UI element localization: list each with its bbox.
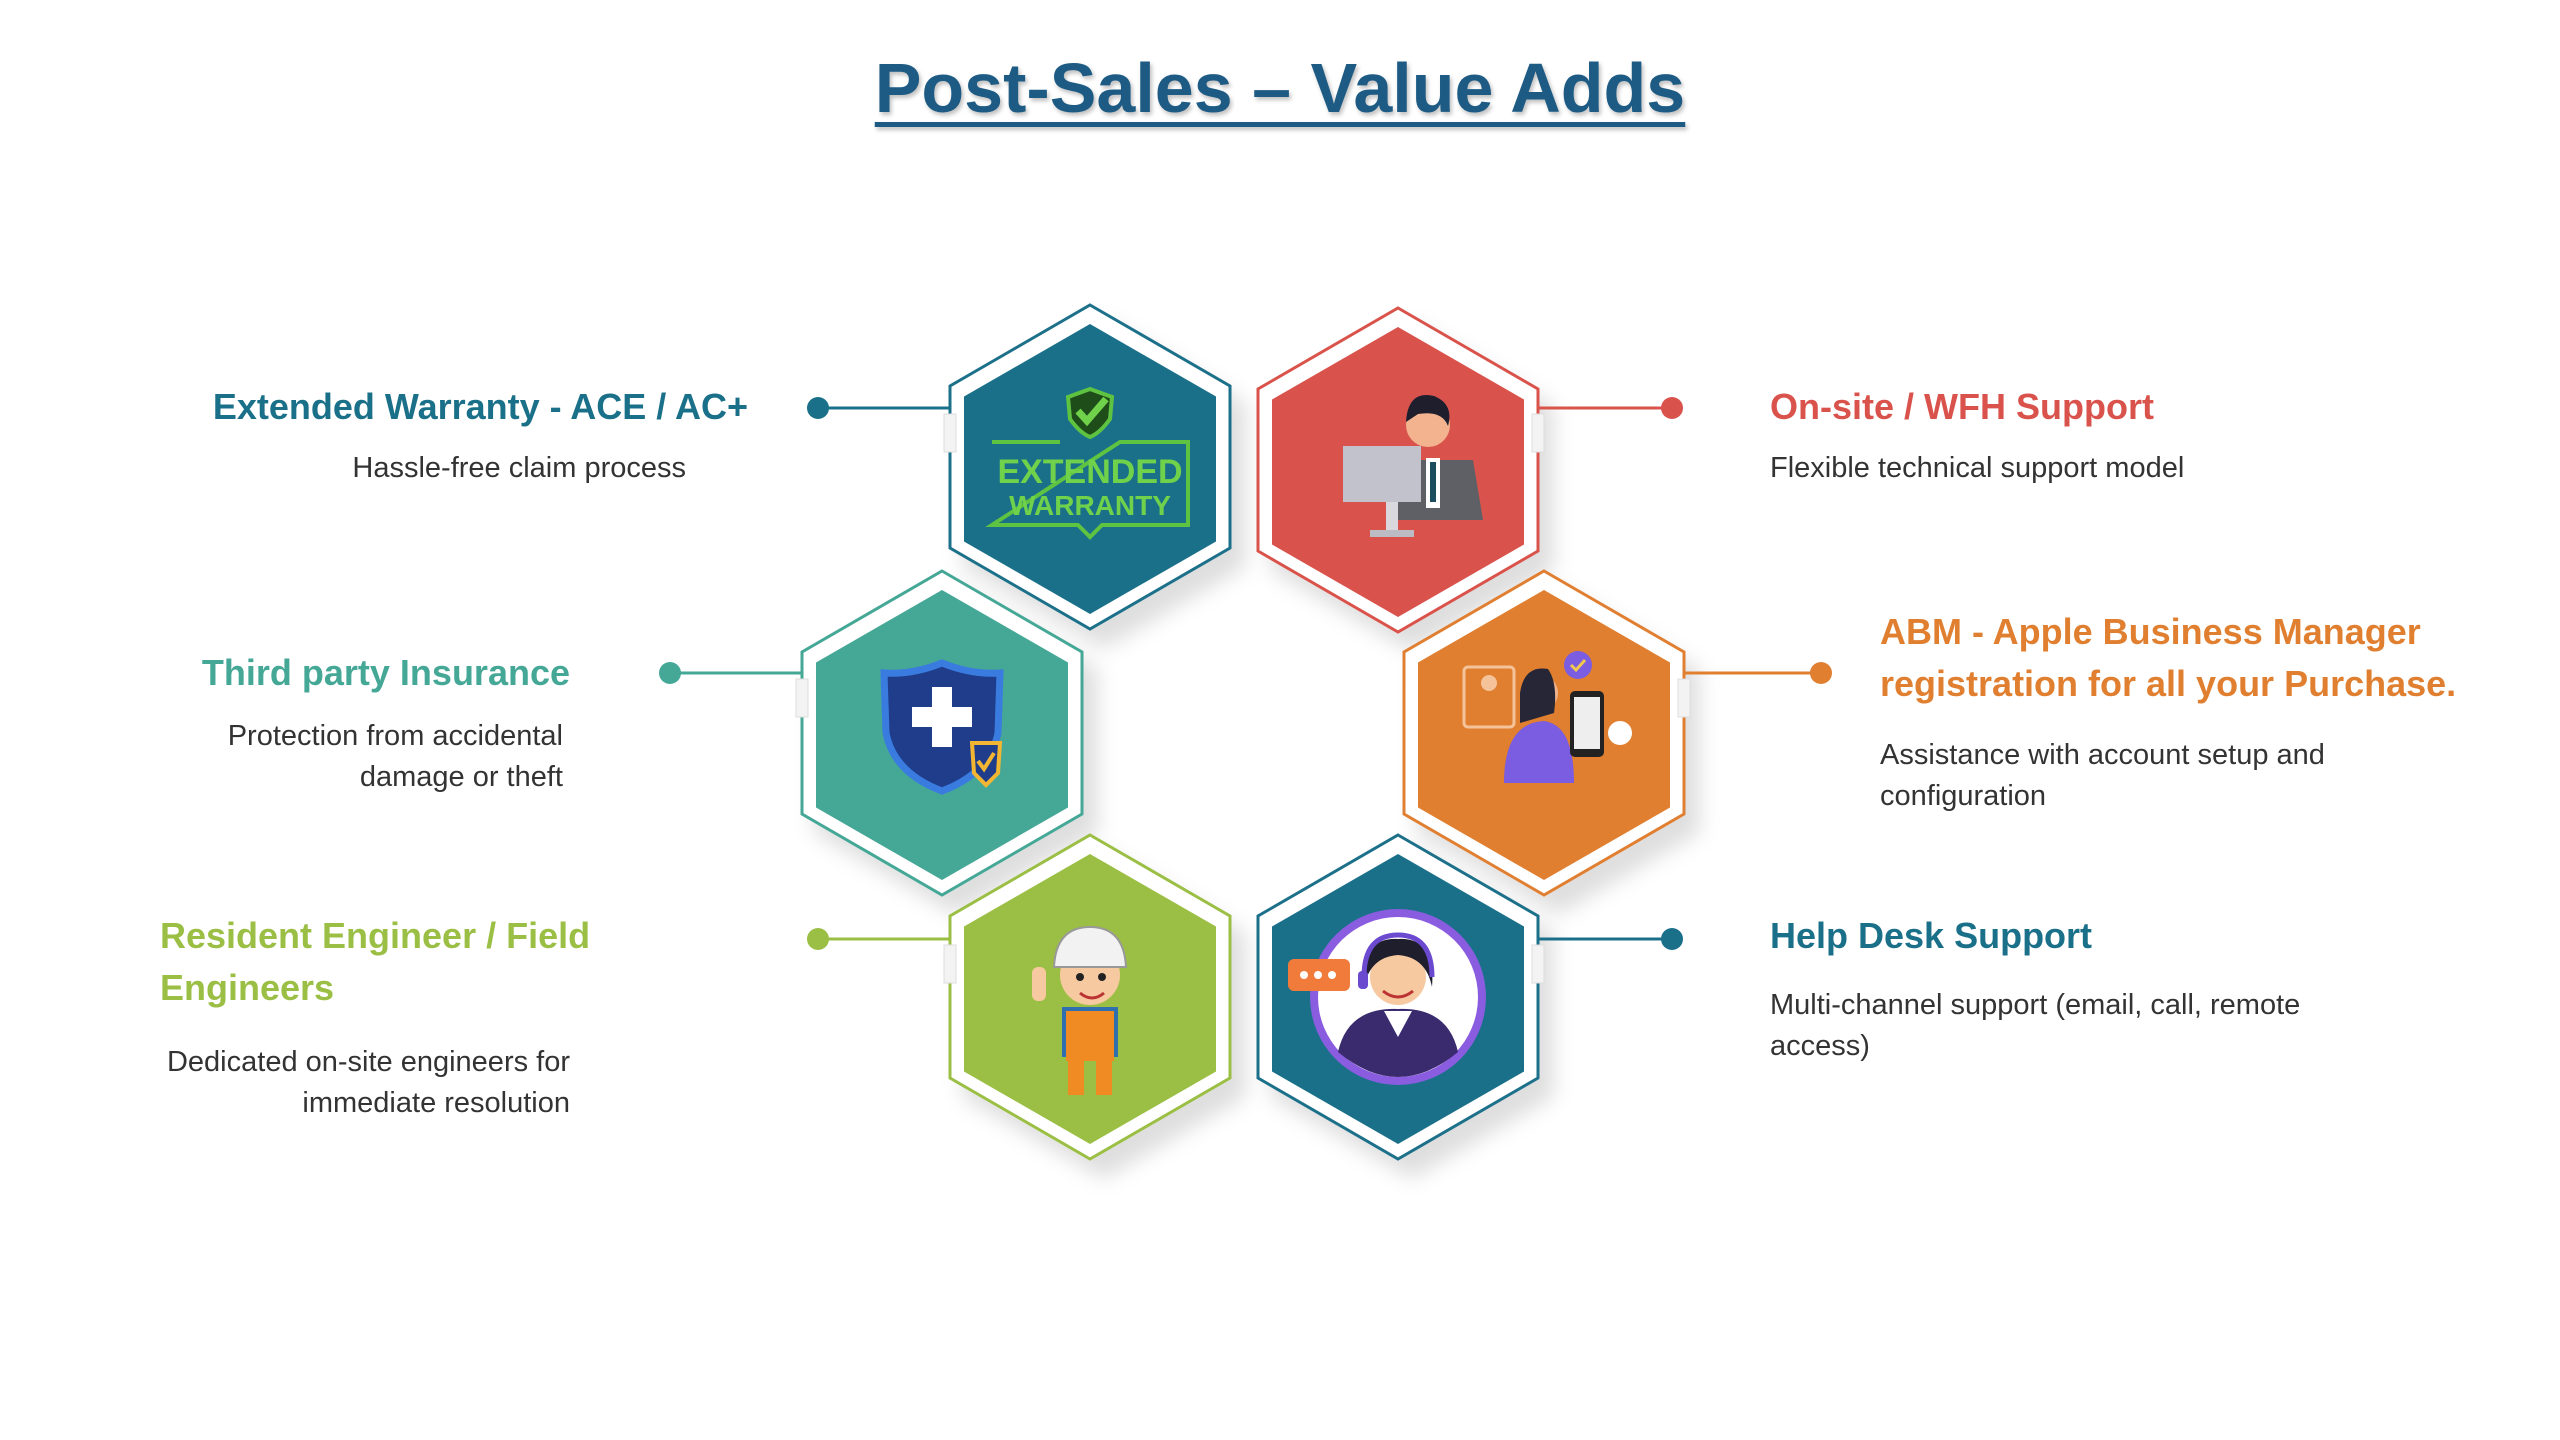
connector-dot-abm: [1810, 662, 1832, 684]
connector-dot-onsite: [1661, 397, 1683, 419]
item-desc-insurance: Protection from accidental damage or the…: [228, 716, 563, 798]
item-heading-resident-engineer: Resident Engineer / Field Engineers: [160, 910, 590, 1014]
item-heading-insurance: Third party Insurance: [201, 652, 570, 693]
hexagon-fill-warranty: [964, 324, 1216, 614]
connector-dot-warranty: [807, 397, 829, 419]
desc-line: Protection from accidental: [227, 720, 563, 752]
connector-tab-helpdesk: [1531, 944, 1545, 984]
shield-plus-icon: [880, 659, 1004, 795]
engineer-icon: [1032, 925, 1128, 1095]
heading-line: registration for all your Purchase.: [1880, 663, 2457, 704]
extended-warranty-badge-icon: EXTENDED WARRANTY: [985, 386, 1190, 540]
connector-tab-onsite: [1531, 413, 1545, 453]
item-heading-abm: ABM - Apple Business Manager registratio…: [1880, 606, 2456, 710]
heading-line: Resident Engineer / Field: [160, 915, 591, 956]
phone-registration-icon: [1462, 651, 1632, 783]
desc-line: Multi-channel support (email, call, remo…: [1770, 989, 2301, 1021]
connector-dot-helpdesk: [1661, 928, 1683, 950]
helpdesk-headset-icon: [1288, 909, 1486, 1085]
item-heading-extended-warranty: Extended Warranty - ACE / AC+: [212, 386, 748, 427]
heading-line: Engineers: [160, 967, 335, 1008]
connector-tab-engineer: [943, 944, 957, 984]
item-heading-onsite-support: On-site / WFH Support: [1770, 386, 2154, 427]
connector-tab-insurance: [795, 678, 809, 718]
item-desc-abm: Assistance with account setup and config…: [1880, 735, 2325, 817]
item-heading-helpdesk: Help Desk Support: [1770, 915, 2093, 956]
heading-line: ABM - Apple Business Manager: [1880, 611, 2421, 652]
desc-line: Dedicated on-site engineers for: [166, 1046, 570, 1078]
desc-line: immediate resolution: [302, 1087, 570, 1119]
item-desc-extended-warranty: Hassle-free claim process: [352, 452, 686, 484]
item-desc-resident-engineer: Dedicated on-site engineers for immediat…: [167, 1042, 570, 1124]
item-desc-onsite-support: Flexible technical support model: [1770, 452, 2185, 484]
connector-dot-insurance: [659, 662, 681, 684]
desc-line: damage or theft: [359, 761, 563, 793]
badge-text-warranty: WARRANTY: [1009, 490, 1171, 521]
desc-line: Assistance with account setup and: [1880, 739, 2325, 771]
page-title: Post-Sales – Value Adds: [874, 49, 1686, 127]
connector-tab-warranty: [943, 413, 957, 453]
desc-line: configuration: [1880, 780, 2047, 812]
connector-tab-abm: [1677, 678, 1691, 718]
item-desc-helpdesk: Multi-channel support (email, call, remo…: [1770, 985, 2300, 1067]
badge-text-extended: EXTENDED: [997, 453, 1182, 491]
connector-dot-engineer: [807, 928, 829, 950]
support-agent-computer-icon: [1343, 395, 1483, 537]
desc-line: access): [1770, 1030, 1870, 1062]
